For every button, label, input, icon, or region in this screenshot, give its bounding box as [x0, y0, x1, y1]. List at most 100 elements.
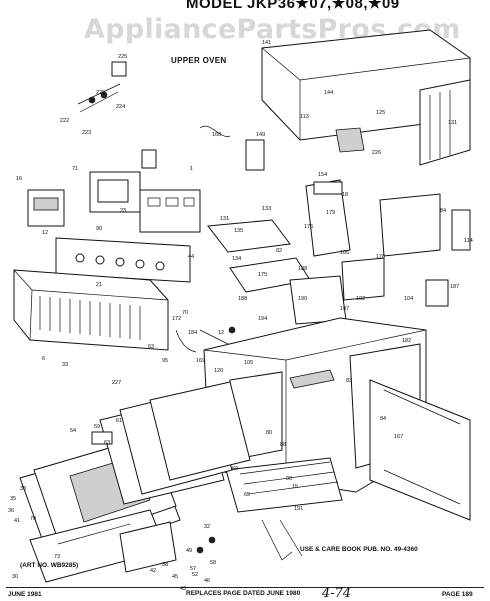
svg-text:61: 61 [116, 418, 122, 424]
art-number: (ART NO. WB9285) [20, 562, 79, 569]
svg-text:175: 175 [258, 272, 267, 278]
svg-text:43: 43 [180, 586, 186, 592]
svg-text:135: 135 [234, 228, 243, 234]
svg-text:172: 172 [172, 316, 181, 322]
svg-text:179: 179 [326, 210, 335, 216]
svg-text:188: 188 [238, 296, 247, 302]
svg-text:184: 184 [188, 330, 197, 336]
svg-text:194: 194 [258, 316, 267, 322]
svg-text:82: 82 [276, 248, 282, 254]
svg-text:60: 60 [232, 466, 238, 472]
svg-text:160: 160 [212, 132, 221, 138]
svg-text:131: 131 [220, 216, 229, 222]
section-label: UPPER OVEN [171, 56, 227, 65]
footer-date: JUNE 1981 [8, 591, 42, 598]
svg-text:167: 167 [394, 434, 403, 440]
svg-text:41: 41 [14, 518, 20, 524]
part-number-labels: 225 224 222 223 225 141 144 113 131 125 … [8, 40, 473, 592]
oven-door-assembly [19, 381, 303, 583]
footer-divider [6, 587, 484, 588]
svg-text:84: 84 [380, 416, 386, 422]
svg-text:6: 6 [42, 356, 45, 362]
svg-text:225: 225 [118, 54, 127, 60]
svg-text:113: 113 [300, 114, 309, 120]
svg-text:32: 32 [204, 524, 210, 530]
svg-text:73: 73 [54, 554, 60, 560]
footer-page-number: PAGE 189 [442, 591, 473, 598]
svg-text:190: 190 [298, 296, 307, 302]
svg-text:104: 104 [404, 296, 413, 302]
svg-text:226: 226 [372, 150, 381, 156]
use-care-reference: USE & CARE BOOK PUB. NO. 49-4360 [300, 546, 418, 553]
svg-text:227: 227 [112, 380, 121, 386]
svg-text:23: 23 [120, 208, 126, 214]
upper-left-components [77, 61, 265, 171]
svg-text:63: 63 [104, 440, 110, 446]
svg-text:59: 59 [94, 424, 100, 430]
svg-text:182: 182 [402, 338, 411, 344]
svg-text:45: 45 [172, 574, 178, 580]
svg-text:154: 154 [318, 172, 327, 178]
svg-text:30: 30 [12, 574, 18, 580]
svg-text:107: 107 [340, 306, 349, 312]
svg-text:90: 90 [286, 476, 292, 482]
svg-text:105: 105 [244, 360, 253, 366]
middle-mechanisms [175, 179, 471, 353]
svg-text:44: 44 [188, 254, 194, 260]
svg-text:33: 33 [20, 486, 26, 492]
svg-text:21: 21 [96, 282, 102, 288]
svg-text:105: 105 [340, 250, 349, 256]
svg-text:16: 16 [16, 176, 22, 182]
svg-text:35: 35 [10, 496, 16, 502]
svg-text:33: 33 [62, 362, 68, 368]
footer-replaces: REPLACES PAGE DATED JUNE 1980 [186, 590, 301, 597]
svg-text:187: 187 [450, 284, 459, 290]
svg-text:54: 54 [70, 428, 76, 434]
svg-text:36: 36 [8, 508, 14, 514]
vent-trim-assembly [13, 269, 169, 351]
svg-text:176: 176 [376, 254, 385, 260]
svg-text:88: 88 [280, 442, 286, 448]
svg-text:58: 58 [210, 560, 216, 566]
svg-text:149: 149 [256, 132, 265, 138]
svg-text:224: 224 [116, 104, 125, 110]
svg-text:46: 46 [204, 578, 210, 584]
svg-text:225: 225 [96, 90, 105, 96]
oven-top-housing [261, 29, 471, 166]
svg-text:70: 70 [30, 516, 36, 522]
svg-text:169: 169 [196, 358, 205, 364]
svg-text:42: 42 [150, 568, 156, 574]
svg-text:84: 84 [440, 208, 446, 214]
svg-text:52: 52 [192, 572, 198, 578]
svg-text:120: 120 [214, 368, 223, 374]
svg-text:175: 175 [304, 224, 313, 230]
svg-text:95: 95 [162, 358, 168, 364]
svg-text:63: 63 [148, 344, 154, 350]
svg-text:12: 12 [218, 330, 224, 336]
footer-handwritten-note: 4-74 [322, 586, 352, 601]
svg-text:80: 80 [266, 430, 272, 436]
svg-text:90: 90 [96, 226, 102, 232]
svg-text:1: 1 [190, 166, 193, 172]
svg-text:71: 71 [72, 166, 78, 172]
svg-text:222: 222 [60, 118, 69, 124]
svg-text:65: 65 [244, 492, 250, 498]
svg-text:223: 223 [82, 130, 91, 136]
svg-text:70: 70 [182, 310, 188, 316]
svg-text:134: 134 [232, 256, 241, 262]
svg-text:133: 133 [262, 206, 271, 212]
svg-text:57: 57 [190, 566, 196, 572]
svg-text:188: 188 [298, 266, 307, 272]
svg-text:102: 102 [356, 296, 365, 302]
svg-text:144: 144 [324, 90, 333, 96]
svg-text:38: 38 [162, 562, 168, 568]
svg-text:141: 141 [262, 40, 271, 46]
svg-text:49: 49 [186, 548, 192, 554]
svg-text:83: 83 [346, 378, 352, 384]
svg-text:131: 131 [448, 120, 457, 126]
svg-text:18: 18 [342, 192, 348, 198]
model-title: MODEL JKP36★07,★08,★09 [186, 0, 400, 12]
svg-text:114: 114 [464, 238, 473, 244]
